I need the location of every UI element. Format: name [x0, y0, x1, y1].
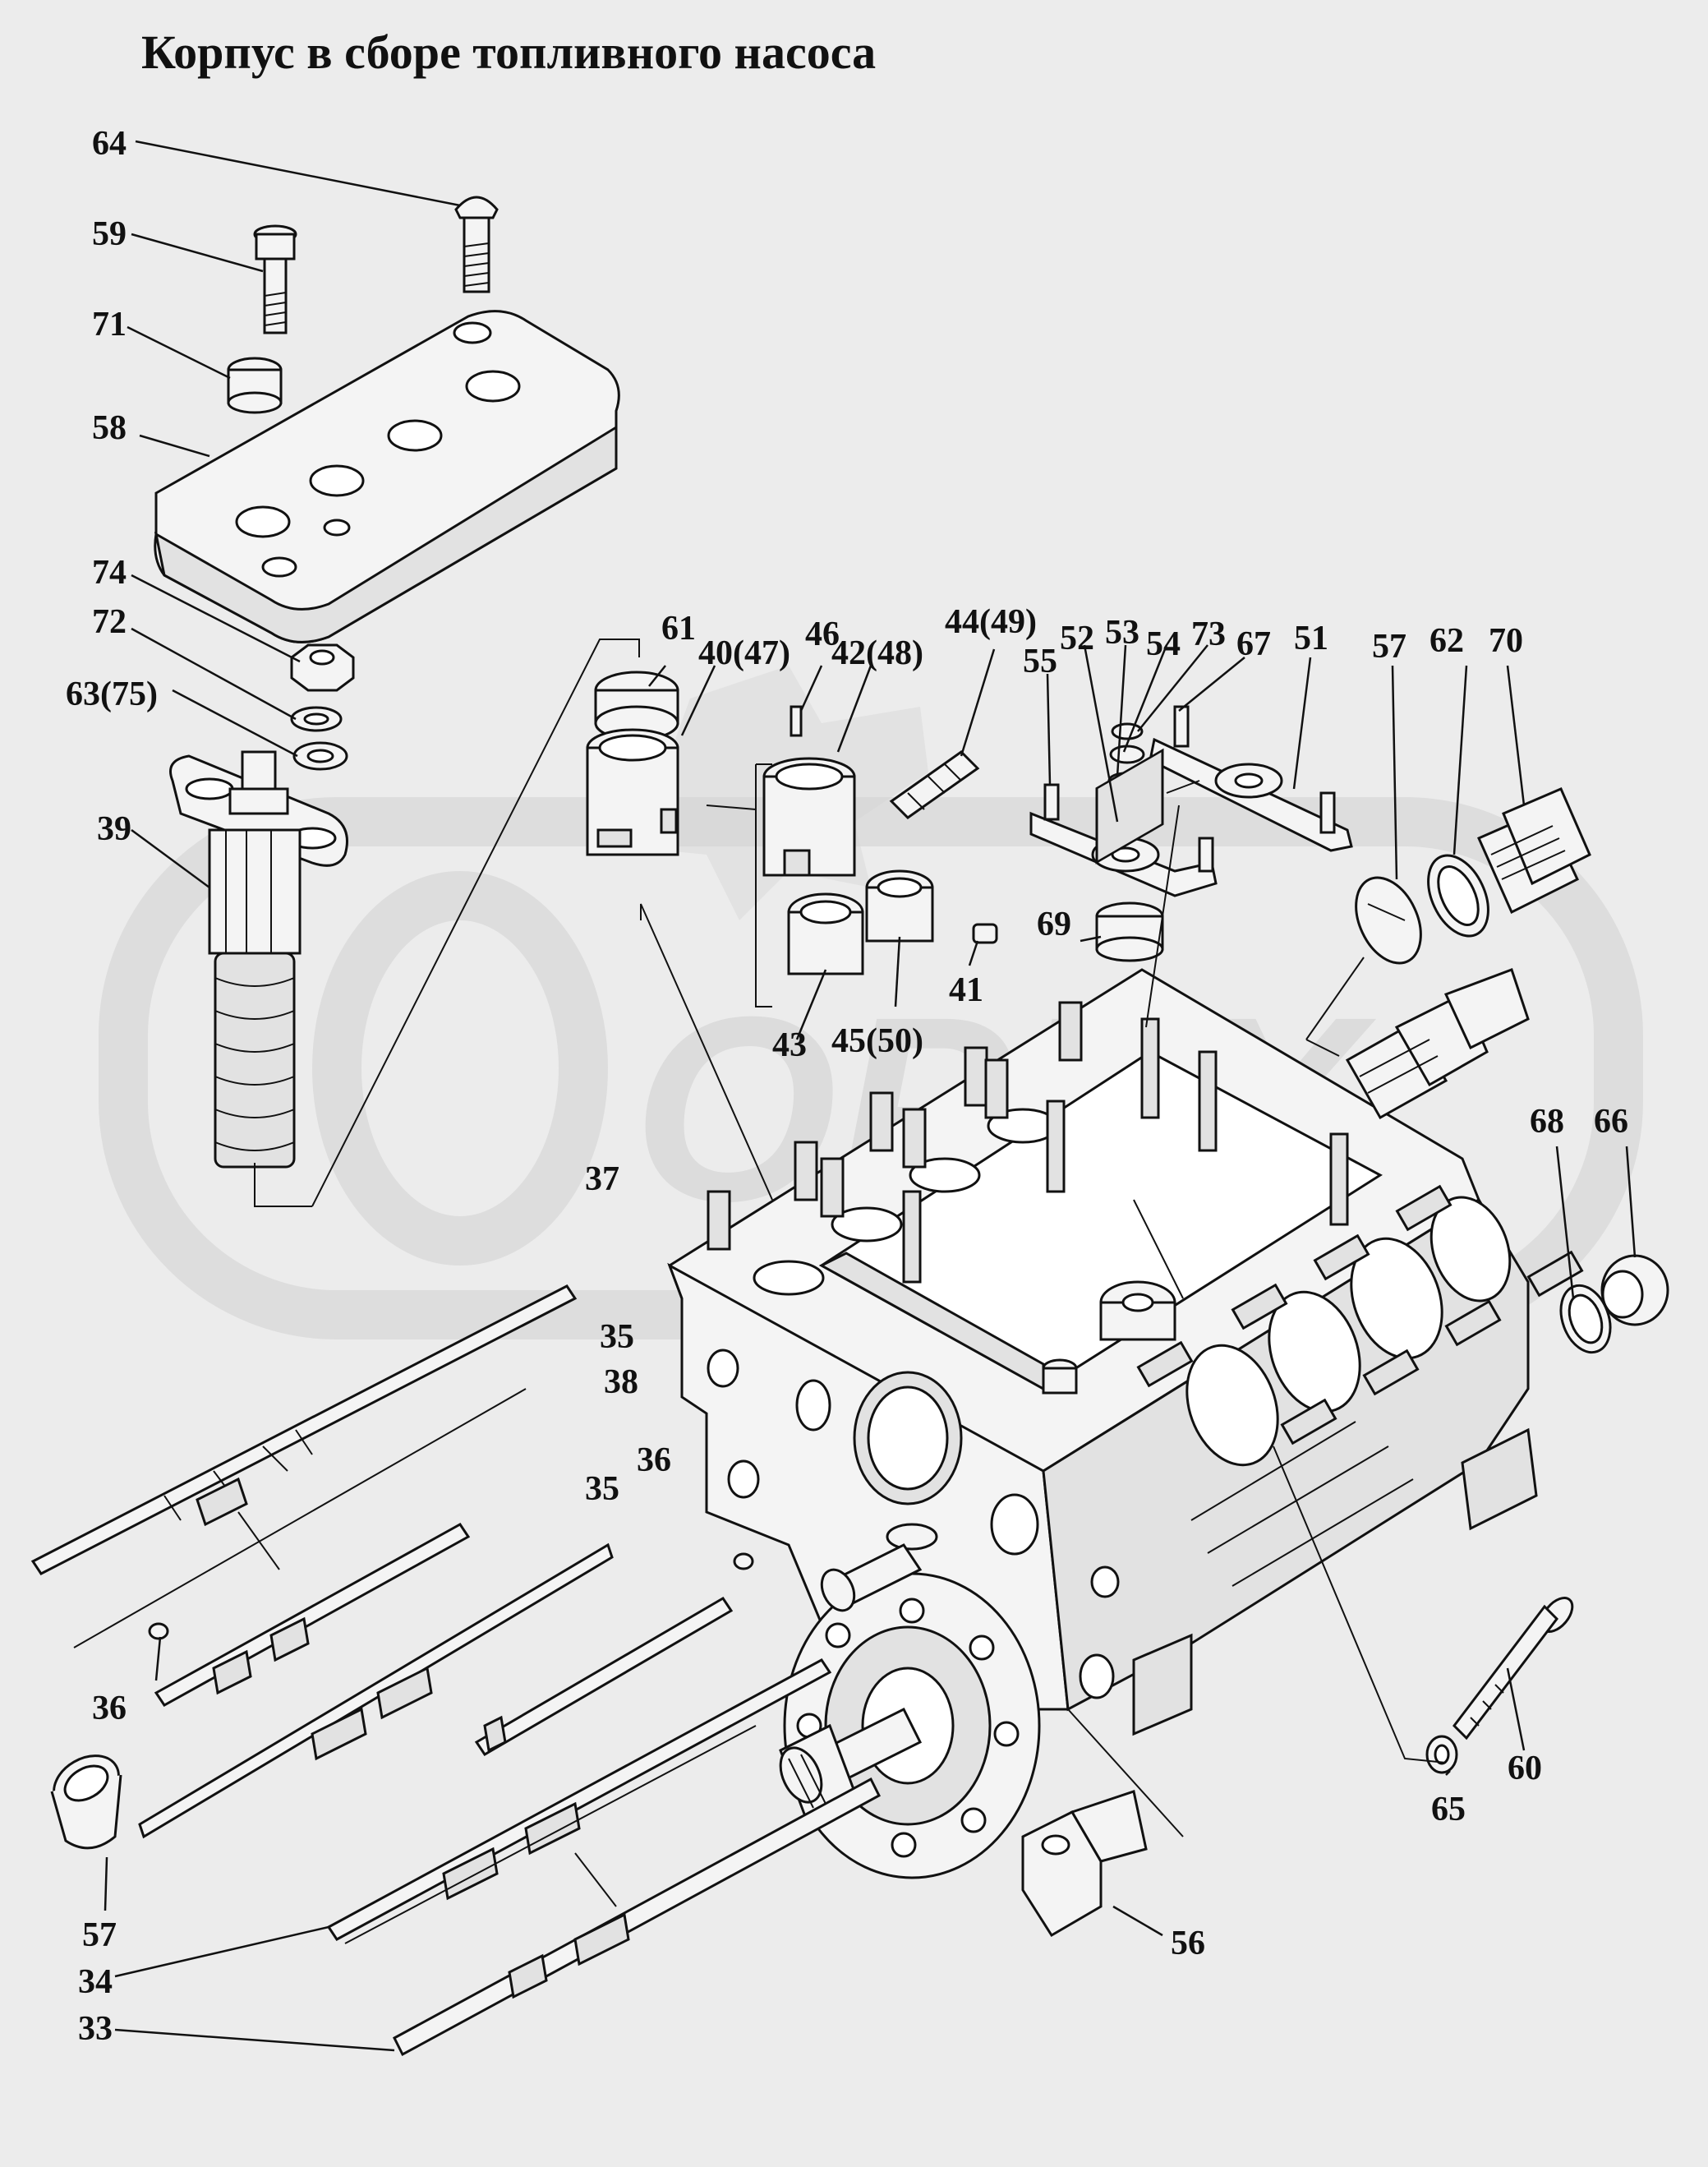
assembly-lines	[73, 639, 1447, 1944]
ring-73	[1111, 722, 1144, 740]
callout-45: 45(50)	[831, 1022, 923, 1060]
rack-38	[138, 1542, 614, 1839]
callout-34: 34	[78, 1963, 113, 2001]
cover-plate-58	[154, 310, 620, 643]
seal-68	[1559, 1284, 1612, 1354]
callout-66: 66	[1594, 1103, 1628, 1141]
nut-74	[290, 643, 355, 692]
side-studs	[1136, 1184, 1584, 1445]
callout-40: 40(47)	[698, 634, 790, 672]
ring-43	[787, 892, 864, 975]
callout-74: 74	[92, 554, 127, 592]
rack-34	[326, 1658, 832, 1941]
plug-71	[227, 357, 283, 414]
callout-68: 68	[1530, 1103, 1564, 1141]
callout-59: 59	[92, 215, 127, 253]
elbow-56	[1021, 1790, 1148, 1938]
plug-69	[1095, 901, 1164, 962]
deck-studs	[707, 1001, 1349, 1284]
callout-58: 58	[92, 409, 127, 447]
ring-45	[865, 869, 934, 943]
pump-element-39	[169, 750, 348, 1169]
fitting-right	[1345, 968, 1530, 1120]
key-41	[972, 923, 998, 944]
callout-43: 43	[772, 1026, 807, 1064]
washer-63	[292, 741, 348, 771]
callout-71: 71	[92, 306, 127, 343]
sleeve-57-bottom	[50, 1754, 122, 1850]
callout-51: 51	[1294, 620, 1328, 657]
sleeve-42	[762, 757, 856, 877]
leader-lines	[104, 140, 1637, 2052]
callout-54: 54	[1146, 625, 1181, 663]
pin-36-right	[733, 1552, 754, 1570]
callout-36-left: 36	[92, 1690, 127, 1727]
sleeve-40	[586, 728, 679, 856]
callout-55: 55	[1023, 643, 1057, 680]
callout-labels: 64 59 71 58 74 72 63(75) 39 61 40(47) 46…	[66, 125, 1628, 2048]
sleeve-66	[1600, 1254, 1669, 1326]
callout-69: 69	[1037, 906, 1071, 943]
diagram-title: Корпус в сборе топливного насоса	[141, 25, 877, 79]
callout-65: 65	[1431, 1791, 1466, 1828]
drive-shaft	[779, 1707, 923, 1819]
callout-36-right: 36	[637, 1441, 671, 1479]
fork-35-lower	[474, 1596, 734, 1757]
callout-64: 64	[92, 125, 127, 163]
callout-63: 63(75)	[66, 675, 158, 713]
washer-54	[1109, 745, 1145, 764]
callout-52: 52	[1060, 620, 1094, 657]
callout-38: 38	[604, 1363, 638, 1401]
fitting-70	[1477, 787, 1591, 915]
callout-53: 53	[1105, 614, 1139, 652]
callout-42: 42(48)	[831, 634, 923, 672]
seal-62	[1427, 854, 1489, 938]
callout-61: 61	[661, 610, 696, 648]
callout-35-lower: 35	[585, 1470, 619, 1508]
screw-64	[454, 196, 499, 293]
rack-33	[393, 1777, 881, 2057]
callout-62: 62	[1429, 622, 1464, 660]
sleeve-57-top	[1355, 876, 1422, 965]
rack-37	[30, 1284, 578, 1575]
callout-37: 37	[585, 1160, 619, 1198]
washer-72	[290, 706, 343, 732]
callout-67: 67	[1236, 625, 1271, 663]
bolt-flange	[820, 1523, 938, 1612]
callout-44: 44(49)	[945, 603, 1037, 641]
pin-36-left	[148, 1622, 169, 1640]
callout-41: 41	[949, 971, 983, 1009]
screw-60	[1452, 1597, 1574, 1741]
callout-57-top: 57	[1372, 628, 1406, 666]
pin-46	[790, 705, 803, 737]
screw-59	[253, 224, 297, 334]
segment-44	[889, 750, 980, 819]
rack-35-upper	[154, 1523, 471, 1707]
callout-35-upper: 35	[600, 1318, 634, 1356]
callout-60: 60	[1508, 1750, 1542, 1787]
callout-56: 56	[1171, 1925, 1205, 1962]
callout-57-bottom: 57	[82, 1916, 117, 1954]
washer-65	[1425, 1735, 1458, 1774]
callout-73: 73	[1191, 616, 1226, 653]
callout-39: 39	[97, 810, 131, 848]
callout-70: 70	[1489, 622, 1523, 660]
callout-33: 33	[78, 2010, 113, 2048]
callout-72: 72	[92, 603, 127, 641]
callout-46: 46	[805, 616, 840, 653]
